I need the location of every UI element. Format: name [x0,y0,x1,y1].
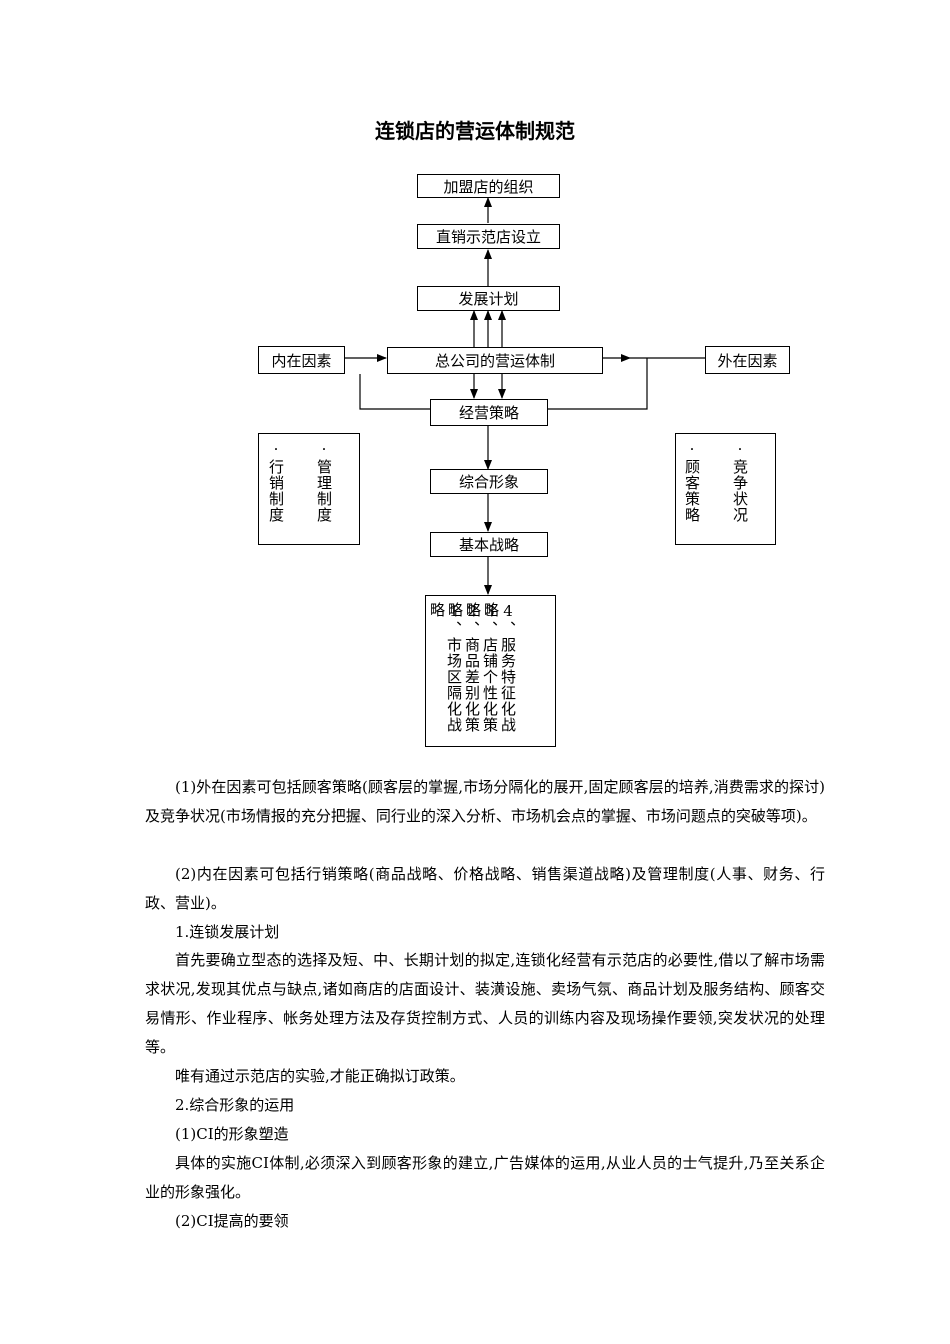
integrated-image-label: 综合形象 [458,473,519,491]
direct-store-label: 直销示范店设立 [435,228,541,246]
internal-factors-box: 内在因素 [258,346,345,374]
external-factors-list-box: ·顾客策略 ·竞争状况 [675,433,776,545]
section-heading: 2.综合形象的运用 [175,1096,295,1114]
subsection-heading: (1)CI的形象塑造 [175,1125,289,1143]
business-strategy-box: 经营策略 [430,399,548,426]
hq-operation-box: 总公司的营运体制 [387,347,603,374]
development-plan-label: 发展计划 [458,290,519,308]
basic-strategy-box: 基本战略 [430,532,548,557]
subsection-heading: (2)CI提高的要领 [175,1212,289,1230]
paragraph: 具体的实施CI体制,必须深入到顾客形象的建立,广告媒体的运用,从业人员的士气提升… [145,1154,825,1201]
internal-list-item: ·管理制度 [315,440,333,523]
paragraph: 唯有通过示范店的实验,才能正确拟订政策。 [175,1067,465,1085]
business-strategy-label: 经营策略 [458,404,519,422]
external-list-item: ·竞争状况 [731,440,749,523]
page-title: 连锁店的营运体制规范 [375,119,575,143]
franchise-org-label: 加盟店的组织 [443,177,534,196]
internal-factors-label: 内在因素 [271,351,332,370]
section-heading: 1.连锁发展计划 [175,923,280,941]
external-factors-box: 外在因素 [705,346,790,374]
strategy-list-item: 3、店铺个性化策略 [464,602,499,733]
strategy-list-box: 1、市场区隔化战略 2、商品差别化策略 3、店铺个性化策略 4、服务特征化战略 [425,595,556,747]
paragraph: (1)外在因素可包括顾客策略(顾客层的掌握,市场分隔化的展开,固定顾客层的培养,… [145,778,825,825]
paragraph: (2)内在因素可包括行销策略(商品战略、价格战略、销售渠道战略)及管理制度(人事… [145,865,825,912]
internal-list-item: ·行销制度 [267,440,285,523]
hq-operation-label: 总公司的营运体制 [434,352,555,370]
external-list-item: ·顾客策略 [683,440,701,523]
strategy-list-item: 2、商品差别化策略 [446,602,481,733]
paragraph: 首先要确立型态的选择及短、中、长期计划的拟定,连锁化经营有示范店的必要性,借以了… [145,951,825,1056]
strategy-list-item: 1、市场区隔化战略 [428,602,463,733]
franchise-org-box: 加盟店的组织 [417,174,560,198]
integrated-image-box: 综合形象 [430,469,548,494]
internal-factors-list-box: ·行销制度 ·管理制度 [258,433,360,545]
flowchart-connectors [345,197,705,595]
development-plan-box: 发展计划 [417,286,560,311]
strategy-list-item: 4、服务特征化战略 [482,602,517,733]
basic-strategy-label: 基本战略 [458,536,519,554]
external-factors-label: 外在因素 [717,351,778,370]
direct-store-box: 直销示范店设立 [417,224,560,249]
